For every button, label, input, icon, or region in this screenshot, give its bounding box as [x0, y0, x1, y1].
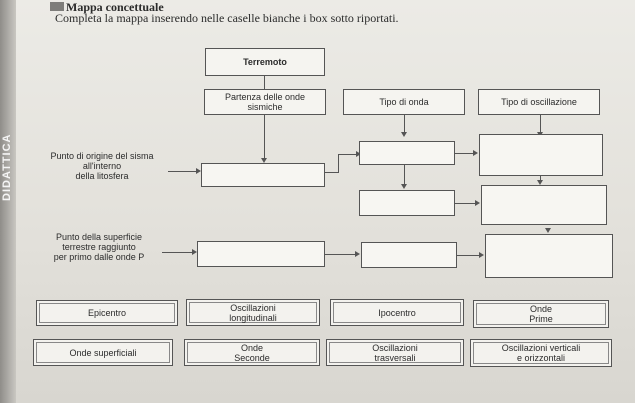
- page-spine-shadow: [0, 0, 16, 403]
- word-bank-card[interactable]: Ipocentro: [330, 299, 464, 326]
- word-bank-card[interactable]: Oscillazioni trasversali: [326, 339, 464, 366]
- connector-line: [455, 153, 473, 154]
- header-box-tipo-oscillazione: Tipo di oscillazione: [478, 89, 600, 115]
- blank-box-onda-3[interactable]: [361, 242, 457, 268]
- connector-line: [540, 176, 541, 182]
- connector-line: [162, 252, 192, 253]
- arrow-right-icon: [196, 168, 201, 174]
- side-label: DIDATTICA: [1, 133, 13, 201]
- section-number-badge: [50, 2, 64, 11]
- connector-line: [404, 165, 405, 185]
- blank-box-onda-1[interactable]: [359, 141, 455, 165]
- header-box-partenza: Partenza delle onde sismiche: [204, 89, 326, 115]
- connector-line: [404, 115, 405, 133]
- connector-line: [455, 203, 475, 204]
- connector-line: [338, 154, 339, 173]
- header-box-tipo-onda: Tipo di onda: [343, 89, 465, 115]
- word-bank-card[interactable]: Oscillazioni longitudinali: [186, 299, 320, 326]
- word-bank-card[interactable]: Oscillazioni verticali e orizzontali: [470, 339, 612, 367]
- connector-line: [264, 76, 265, 89]
- arrow-down-icon: [545, 228, 551, 233]
- blank-box-oscillazione-2[interactable]: [481, 185, 607, 225]
- blank-box-onda-2[interactable]: [359, 190, 455, 216]
- connector-line: [540, 115, 541, 133]
- arrow-right-icon: [479, 252, 484, 258]
- connector-line: [325, 172, 339, 173]
- page-title: Mappa concettuale: [66, 0, 164, 14]
- arrow-down-icon: [401, 184, 407, 189]
- arrow-right-icon: [192, 249, 197, 255]
- instructions-text: Completa la mappa inserendo nelle casell…: [55, 11, 399, 25]
- connector-line: [168, 171, 196, 172]
- arrow-down-icon: [261, 158, 267, 163]
- arrow-down-icon: [401, 132, 407, 137]
- row-label-ipocentro-clue: Punto di origine del sisma all'interno d…: [50, 151, 154, 181]
- arrow-right-icon: [356, 151, 361, 157]
- connector-line: [457, 255, 479, 256]
- root-box-terremoto: Terremoto: [205, 48, 325, 76]
- word-bank-card[interactable]: Onde Seconde: [184, 339, 320, 366]
- blank-box-row2-col1[interactable]: [197, 241, 325, 267]
- word-bank-card[interactable]: Onde superficiali: [33, 339, 173, 366]
- arrow-right-icon: [355, 251, 360, 257]
- arrow-right-icon: [473, 150, 478, 156]
- blank-box-oscillazione-1[interactable]: [479, 134, 603, 176]
- connector-line: [338, 154, 356, 155]
- arrow-right-icon: [475, 200, 480, 206]
- arrow-down-icon: [537, 180, 543, 185]
- connector-line: [264, 115, 265, 159]
- word-bank-card[interactable]: Epicentro: [36, 300, 178, 326]
- word-bank-card[interactable]: Onde Prime: [473, 300, 609, 328]
- blank-box-oscillazione-3[interactable]: [485, 234, 613, 278]
- row-label-epicentro-clue: Punto della superficie terrestre raggiun…: [53, 232, 145, 262]
- blank-box-row1-col1[interactable]: [201, 163, 325, 187]
- connector-line: [325, 254, 355, 255]
